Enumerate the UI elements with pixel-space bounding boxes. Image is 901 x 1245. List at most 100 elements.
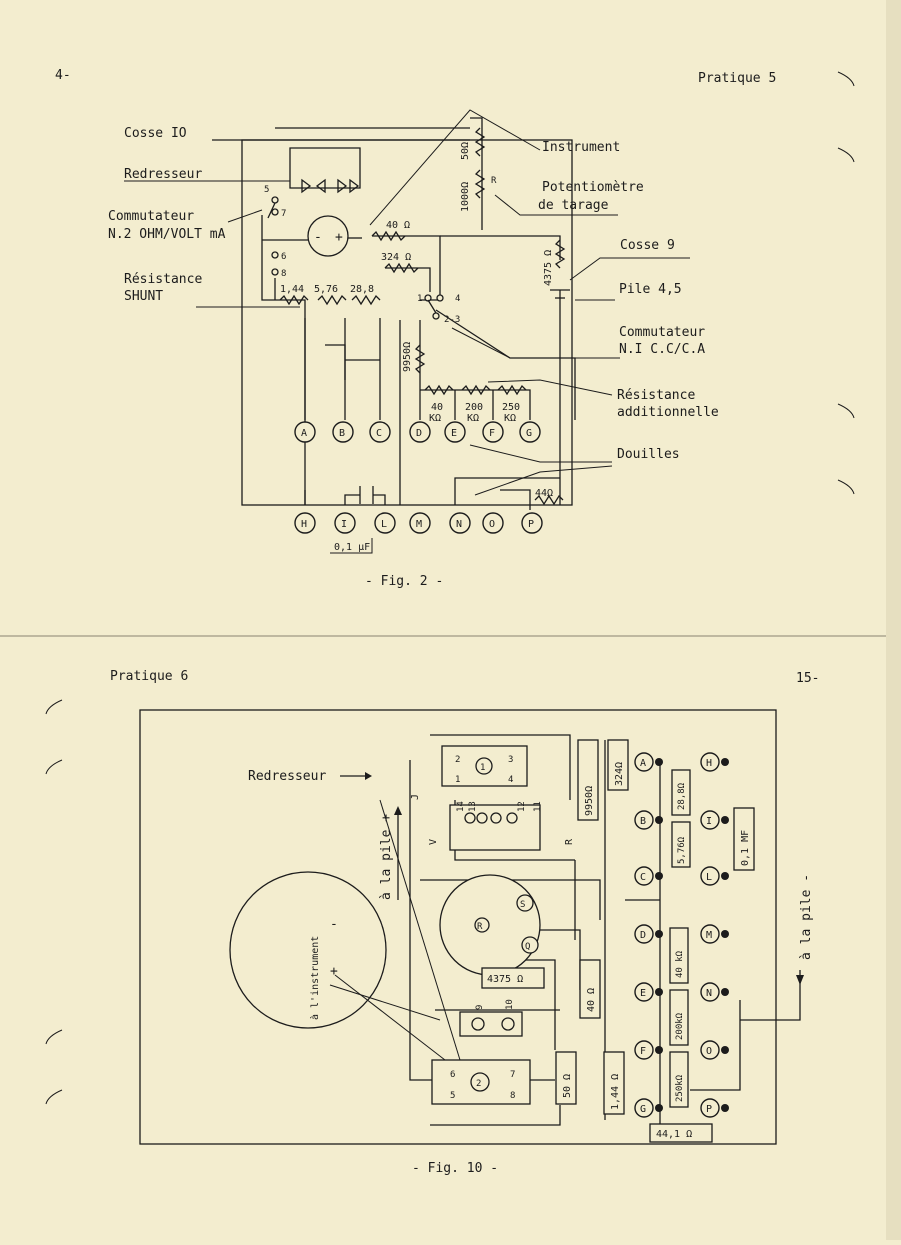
binder-hole-2	[837, 147, 855, 163]
wire-letter-r: R	[564, 838, 575, 845]
leader-douilles-2	[474, 465, 613, 496]
switch-2-pin-6: 6	[450, 1070, 455, 1080]
label-a-l-instrument: à l'instrument	[309, 936, 321, 1020]
pin-11: 11	[533, 801, 543, 812]
value-250k-num: 250	[502, 402, 520, 413]
value-r1000: 1000Ω	[460, 182, 471, 212]
resistor-4375	[554, 239, 566, 269]
value-r1-44: 1,44	[280, 284, 304, 295]
wire-letter-v: V	[428, 839, 439, 845]
resistor-50	[474, 127, 486, 157]
switch-1-assembly: 1 2 3 1 4	[441, 745, 528, 787]
leader-commutateur-ohm	[227, 209, 263, 223]
label-0-1mf: 0,1 MF	[740, 830, 751, 866]
arrowhead-redresseur	[365, 772, 372, 780]
jack-label-h: H	[706, 758, 712, 769]
pot-label-q: Q	[525, 942, 530, 952]
jack-i: I	[334, 512, 356, 534]
jack-a: A	[634, 752, 663, 772]
cosse-label-10: 10	[505, 999, 515, 1010]
jack-label-o: O	[489, 519, 495, 530]
leader-cosse-9	[569, 257, 690, 281]
jack-label-b: B	[640, 816, 646, 827]
switch-1-pin-4: 4	[508, 775, 513, 785]
jack-label-n: N	[706, 988, 712, 999]
jack-label-d: D	[640, 930, 646, 941]
jack-c: C	[369, 421, 391, 443]
switch-1-mark: 1	[480, 763, 485, 773]
resistor-28-8-bottom: 28,8Ω	[671, 769, 691, 816]
label-instrument: Instrument	[542, 140, 620, 155]
jack-label-a: A	[301, 428, 307, 439]
jack-l: L	[700, 866, 729, 886]
label-commutateur-ohm-2: N.2 OHM/VOLT mA	[108, 227, 226, 242]
leader-instrument	[369, 109, 541, 226]
switch-pin-5: 5	[264, 185, 269, 195]
resistor-324-bottom: 324Ω	[607, 739, 629, 791]
label-28-8: 28,8Ω	[677, 782, 687, 810]
switch-pin-8: 8	[281, 269, 286, 279]
jack-g: G	[634, 1098, 663, 1118]
jack-o: O	[482, 512, 504, 534]
capacitor-label-bracket	[330, 538, 373, 554]
top-page-title: Pratique 5	[698, 71, 776, 86]
battery-4-5v	[550, 289, 570, 299]
jack-label-p: P	[706, 1104, 712, 1115]
jack-m: M	[700, 924, 729, 944]
switch-pin-7: 7	[281, 209, 286, 219]
label-50: 50 Ω	[562, 1074, 573, 1098]
rectifier-block: 14 13 12 11 J V R	[410, 794, 575, 851]
resistor-324	[384, 262, 419, 274]
jack-label-m: M	[416, 519, 422, 530]
jack-label-n: N	[456, 519, 462, 530]
meter-instrument: - +	[307, 215, 349, 257]
instrument-circle: à l'instrument - +	[229, 871, 387, 1029]
switch-2-pin-7: 7	[510, 1070, 515, 1080]
resistor-200k-bottom: 200kΩ	[669, 989, 689, 1046]
resistor-1-44	[279, 294, 309, 306]
capacitor-0-1-bottom: 0,1 MF	[733, 807, 755, 871]
resistor-5-76	[317, 294, 347, 306]
jack-b: B	[332, 421, 354, 443]
cosse-label-9: 9	[475, 1005, 485, 1010]
label-40: 40 Ω	[586, 988, 597, 1012]
label-commutateur-cc-ca: Commutateur	[619, 325, 705, 340]
resistor-1000	[474, 169, 486, 199]
jack-o: O	[700, 1040, 729, 1060]
jack-label-h: H	[301, 519, 307, 530]
jack-label-g: G	[526, 428, 532, 439]
value-200k-num: 200	[465, 402, 483, 413]
meter-minus-sign: -	[314, 230, 322, 245]
jack-e: E	[444, 421, 466, 443]
jack-g: G	[519, 421, 541, 443]
jack-p: P	[521, 512, 543, 534]
fig2-caption: - Fig. 2 -	[365, 574, 443, 589]
label-resistance-additionnelle-2: additionnelle	[617, 405, 719, 420]
resistor-5-76-bottom: 5,76Ω	[671, 821, 691, 868]
jack-label-m: M	[706, 930, 712, 941]
value-r40: 40 Ω	[386, 220, 410, 231]
arrowhead-pile-plus	[394, 806, 402, 815]
label-cosse-10: Cosse IO	[124, 126, 187, 141]
pot-label-s: S	[520, 900, 525, 910]
resistor-9950	[414, 344, 426, 374]
jack-label-f: F	[489, 428, 495, 439]
label-250k: 250kΩ	[675, 1074, 685, 1102]
label-40k: 40 kΩ	[675, 950, 685, 978]
label-cosse-9: Cosse 9	[620, 238, 675, 253]
jack-label-l: L	[706, 872, 712, 883]
label-resistance-additionnelle-1: Résistance	[617, 388, 695, 403]
resistor-200k	[461, 384, 491, 396]
pin-12: 12	[517, 801, 527, 812]
label-pile: Pile 4,5	[619, 282, 682, 297]
value-r28-8: 28,8	[350, 284, 374, 295]
arrowhead-pile-minus	[796, 975, 804, 985]
resistor-44-1-bottom: 44,1 Ω	[649, 1123, 713, 1143]
switch-cc-ca	[424, 294, 444, 320]
binder-hole-6	[45, 759, 63, 775]
jack-n: N	[449, 512, 471, 534]
label-1-44: 1,44 Ω	[610, 1074, 621, 1110]
